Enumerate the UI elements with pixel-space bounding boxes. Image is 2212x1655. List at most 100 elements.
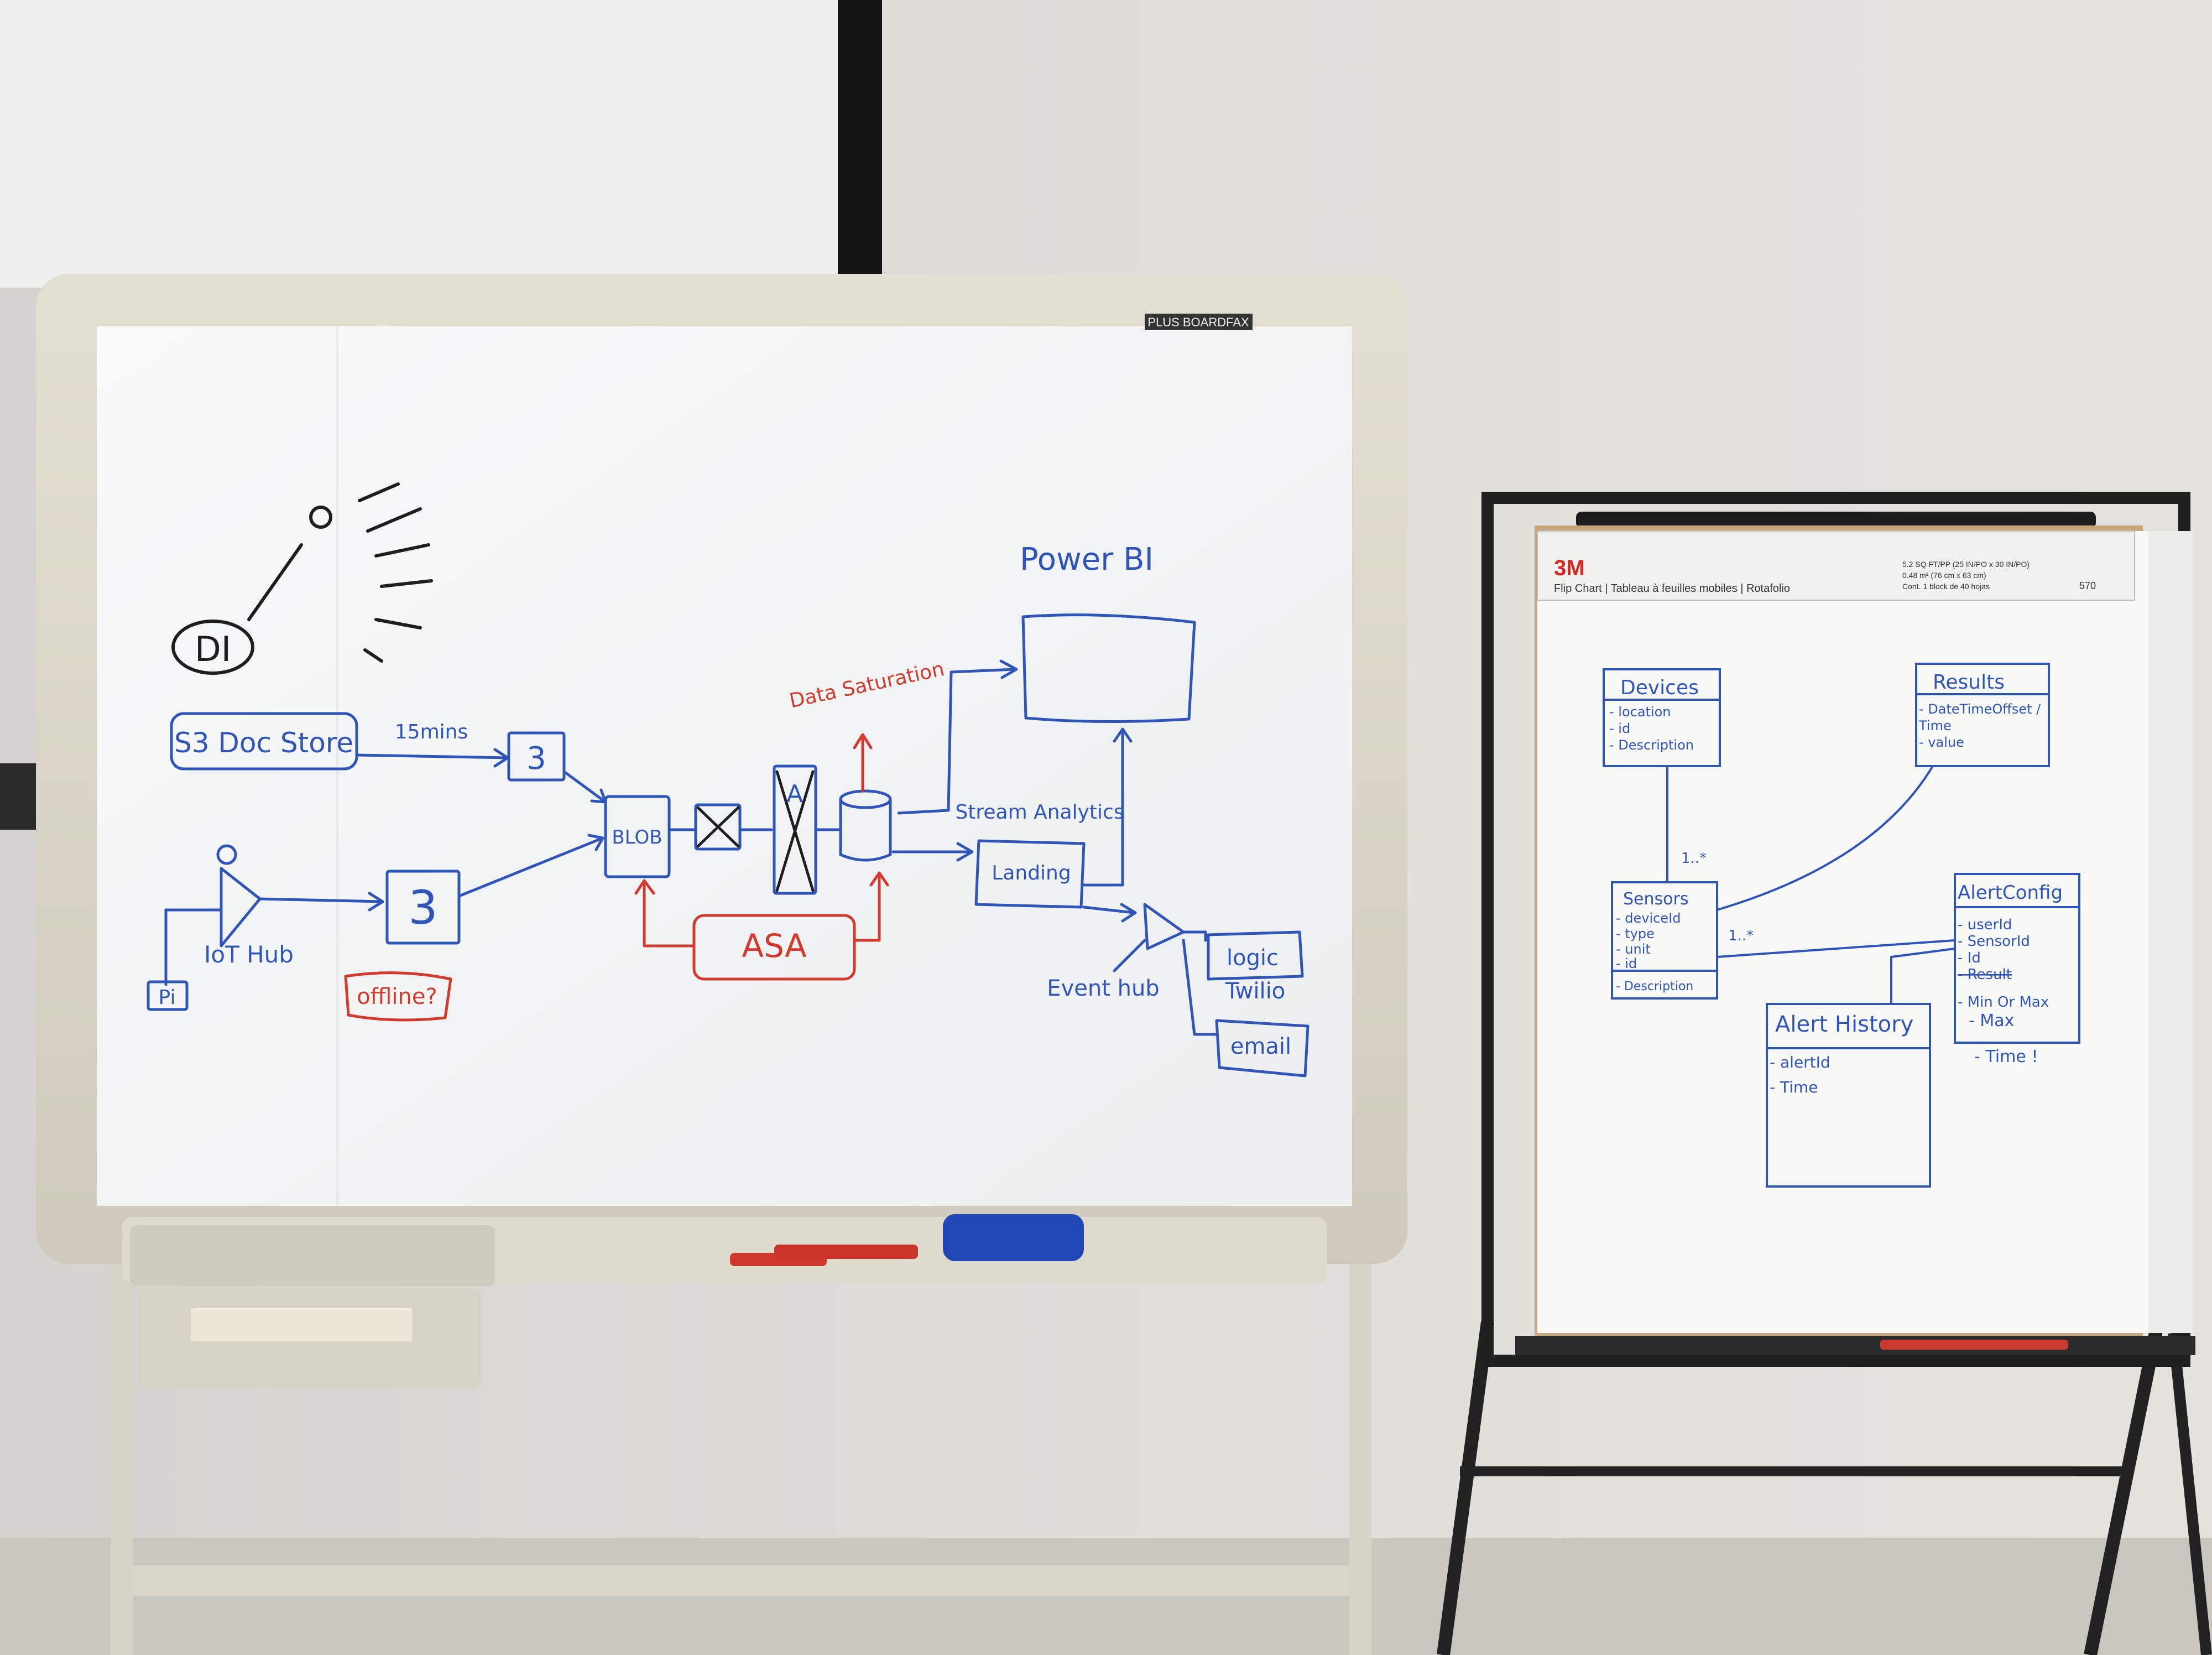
alert-config-field-2: - SensorId: [1958, 933, 2030, 950]
alert-config-field-3: - Id: [1958, 950, 1981, 966]
stream-to-powerbi: [1082, 727, 1133, 887]
boardfax-label: PLUS BOARDFAX: [1147, 315, 1249, 329]
a-box-x: [775, 770, 815, 892]
offline-box: [344, 971, 452, 1022]
light-bulb: [309, 506, 332, 529]
sensors-field-3: - unit: [1616, 941, 1651, 957]
offline-label: offline?: [357, 984, 437, 1009]
pi-box: [147, 980, 189, 1011]
devices-entity-box: [1603, 668, 1721, 767]
whiteboard-diagram: DI: [147, 482, 1310, 1078]
ray-3: [374, 543, 430, 558]
flipchart-paper-shadow: [2148, 531, 2193, 1333]
sensors-field-1: - deviceId: [1616, 910, 1681, 926]
easel-top-clamp: [1576, 512, 2096, 528]
cylinder-to-stream: [891, 842, 974, 862]
whiteboard-surface: [97, 326, 1352, 1206]
landing-box: [974, 839, 1086, 909]
function-box-1: [507, 731, 566, 782]
flipchart-title: Flip Chart | Tableau à feuilles mobiles …: [1554, 582, 1790, 595]
whiteboard-crossbar: [133, 1565, 1349, 1596]
pi-to-hub: [164, 908, 223, 986]
alert-config-field-4: - Result: [1958, 966, 2012, 983]
power-bi-label: Power BI: [1020, 542, 1154, 577]
eraser[interactable]: [943, 1214, 1084, 1261]
event-hub-label: Event hub: [1047, 976, 1159, 1001]
landing-label: Landing: [992, 862, 1071, 884]
red-marker-2[interactable]: [774, 1245, 918, 1259]
ray-6: [363, 648, 383, 663]
results-title: Results: [1933, 671, 2005, 694]
di-label: DI: [195, 629, 231, 669]
flipchart-brand: 3M: [1554, 556, 1585, 580]
projector-screen-edge: [838, 0, 882, 288]
alert-history-entity-box: [1766, 1003, 1931, 1188]
eventhub-to-email: [1182, 939, 1218, 1036]
erd-text: Devices - location - id - Description Re…: [1609, 671, 2063, 1096]
sensors-field-2: - type: [1616, 926, 1655, 941]
event-hub-triangle: [1143, 903, 1185, 950]
devices-field-1: - location: [1609, 704, 1671, 720]
results-field-1: - DateTimeOffset /: [1919, 701, 2041, 717]
fn2-to-blob: [457, 834, 604, 898]
ray-4: [380, 579, 433, 588]
iot-hub-label: IoT Hub: [204, 941, 294, 968]
alert-config-field-1: - userId: [1958, 917, 2012, 933]
alert-config-title: AlertConfig: [1958, 882, 2063, 904]
sensors-field-5: - Description: [1616, 980, 1693, 993]
sensors-results-link: [1716, 765, 1934, 911]
whiteboard-leg-right: [1349, 1261, 1371, 1655]
blob-box: [604, 795, 671, 878]
ray-5: [374, 618, 422, 629]
hub-to-fn2: [258, 892, 384, 912]
cylinder-to-powerbi: [897, 659, 1018, 815]
flipchart-marker[interactable]: [1880, 1340, 2068, 1350]
interval-label: 15mins: [395, 721, 468, 743]
sensor-person-sketch: [171, 482, 433, 675]
ray-2: [366, 507, 422, 533]
email-label: email: [1230, 1034, 1291, 1059]
iot-hub-triangle: [220, 867, 262, 948]
flipchart-header: [1537, 530, 2135, 601]
flipchart-tray: [1515, 1336, 2195, 1355]
stream-analytics-label: Stream Analytics: [955, 801, 1124, 824]
logic-label: logic: [1227, 945, 1279, 971]
easel-leg-right: [2084, 1326, 2163, 1655]
erd-diagram: [1603, 663, 2080, 1188]
pi-label: Pi: [159, 986, 176, 1009]
s3-doc-store-box: [170, 712, 358, 771]
asa-label: ASA: [742, 927, 807, 965]
sensors-entity-box: [1611, 881, 1718, 1000]
crossed-box-x: [696, 806, 740, 848]
results-field-3: - value: [1919, 735, 1964, 750]
projector-screen: [0, 0, 838, 288]
easel-leg-left: [1437, 1321, 1494, 1655]
sensors-alertconfig-link: [1716, 939, 1956, 958]
cardinality-sensors-alert: 1..*: [1728, 928, 1754, 944]
eventhub-to-user: [1113, 939, 1146, 972]
floor-band: [0, 1538, 2212, 1655]
flipchart-header-text: 3M Flip Chart | Tableau à feuilles mobil…: [1554, 556, 2096, 595]
printer-paper: [191, 1308, 412, 1341]
iot-hub-device-icon: [216, 844, 237, 865]
control-panel: [130, 1225, 495, 1286]
whiteboard: PLUS BOARDFAX: [36, 274, 1407, 1655]
sensors-title: Sensors: [1623, 889, 1688, 909]
flipchart-count: Cont. 1 block de 40 hojas: [1902, 582, 1990, 591]
cardinality-devices-sensors: 1..*: [1681, 850, 1707, 867]
ray-1: [358, 482, 400, 502]
flipchart-size-1: 5.2 SQ FT/PP (25 IN/PO x 30 IN/PO): [1902, 560, 2030, 569]
results-entity-box: [1915, 663, 2050, 767]
logic-box: [1207, 930, 1304, 981]
alerthistory-alertconfig-link: [1890, 948, 1956, 1005]
devices-title: Devices: [1620, 676, 1699, 699]
boardfax-label-bg: [1145, 314, 1253, 330]
devices-field-3: - Description: [1609, 737, 1694, 753]
di-stick: [247, 543, 303, 621]
asa-to-cylinder: [853, 871, 889, 942]
power-bi-box: [1021, 613, 1196, 724]
crossed-box: [694, 803, 742, 851]
alert-history-field-2: - Time: [1770, 1078, 1818, 1096]
twilio-label: Twilio: [1225, 979, 1285, 1004]
